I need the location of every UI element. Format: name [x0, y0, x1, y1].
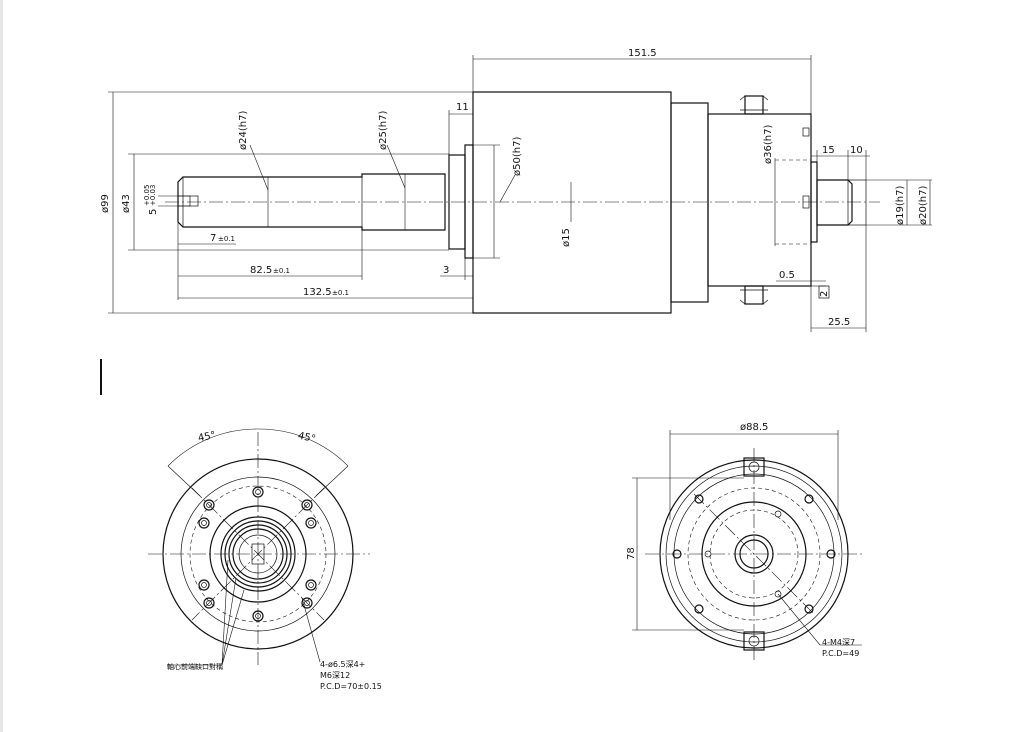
note-thread-front: M6深12: [320, 671, 350, 680]
angle-45-right: 45°: [297, 431, 317, 445]
dim-132-5-tol: ±0.1: [332, 289, 349, 297]
dim-d19: ø19(h7): [895, 186, 906, 225]
dim-7-tol: ±0.1: [218, 235, 235, 243]
dim-d36: ø36(h7): [763, 125, 774, 164]
input-shaft: [816, 179, 853, 226]
clamp-top: [744, 95, 764, 115]
dim-d88-5: ø88.5: [740, 422, 768, 433]
dim-78: 78: [626, 547, 637, 560]
dim-151-5: 151.5: [628, 48, 657, 59]
dim-15: 15: [822, 145, 835, 156]
rear-clamp-top: [743, 457, 765, 477]
front-view: 45° 45° 軸心前端缺口對稱 4-ø6.5深4+ M6深12 P.C.D=7…: [148, 428, 382, 691]
dim-7: 7: [210, 233, 216, 244]
front-holes: [198, 486, 317, 622]
rear-holes: [672, 494, 836, 614]
dim-d20: ø20(h7): [918, 186, 929, 225]
clamp-bottom: [744, 285, 764, 305]
main-housing: [472, 91, 672, 314]
note-pcd-rear: P.C.D=49: [822, 649, 859, 658]
housing-step: [670, 102, 709, 303]
note-holes-rear: 4-M4深7: [822, 638, 855, 647]
rear-clamp-bottom: [743, 631, 765, 651]
dim-10: 10: [850, 145, 863, 156]
angle-45-left: 45°: [197, 430, 217, 444]
dim-d24: ø24(h7): [238, 111, 249, 150]
dim-d99: ø99: [100, 194, 111, 213]
dim-82-5-tol: ±0.1: [273, 267, 290, 275]
dim-25-5: 25.5: [828, 317, 850, 328]
dim-d43: ø43: [121, 194, 132, 213]
side-view: 151.5 11 ø99 ø43 5 +0.05 +0.03 ø24(h7) ø…: [100, 48, 932, 332]
note-pcd-front: P.C.D=70±0.15: [320, 682, 382, 691]
note-holes-front: 4-ø6.5深4+: [320, 660, 365, 669]
dim-key-width: 5: [148, 209, 159, 215]
dim-d15: ø15: [561, 228, 572, 247]
text-cursor: [100, 359, 102, 395]
dim-key-tol-up: +0.05: [143, 185, 151, 206]
dim-11: 11: [456, 102, 469, 113]
dim-d25: ø25(h7): [378, 111, 389, 150]
pilot-ring: [464, 144, 474, 259]
viewer-left-border: [0, 0, 3, 732]
dim-2: 2: [819, 291, 830, 297]
dim-key-tol-low: +0.03: [149, 185, 157, 206]
dim-d50: ø50(h7): [512, 137, 523, 176]
rear-view: ø88.5 78 4-M4深7 P.C.D=49: [626, 422, 862, 660]
dim-132-5: 132.5: [303, 287, 332, 298]
dim-82-5: 82.5: [250, 265, 272, 276]
dim-0-5: 0.5: [779, 270, 795, 281]
note-shaft-notch: 軸心前端缺口對稱: [167, 662, 223, 671]
dim-3: 3: [443, 265, 449, 276]
motor-adapter: [707, 113, 812, 287]
